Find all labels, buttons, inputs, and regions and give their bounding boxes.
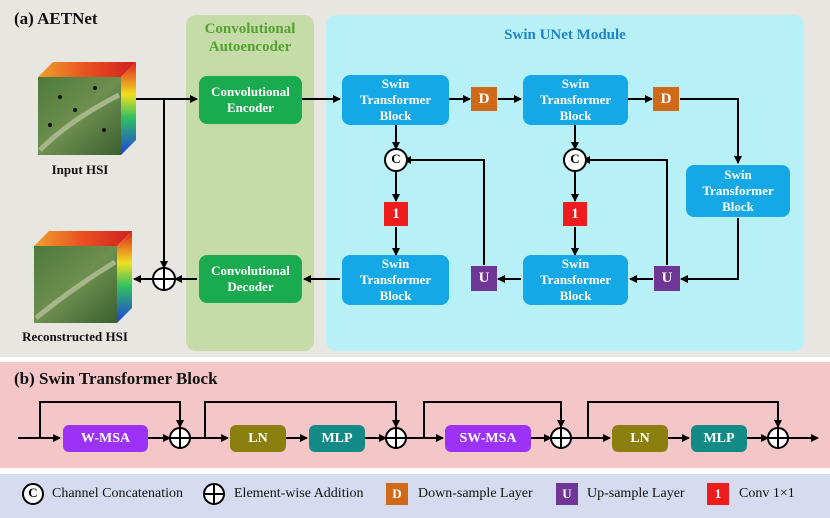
legend-concat-symbol: C [28,485,38,500]
panel-a-title: (a) AETNet [14,9,98,28]
panel-b-title: (b) Swin Transformer Block [14,369,218,388]
legend-concat-label: Channel Concatenation [52,486,184,501]
legend-add-label: Element-wise Addition [234,486,364,501]
legend-down-symbol: D [386,483,408,505]
convolutional-encoder: Convolutional Encoder [199,76,302,124]
conv1x1-1: 1 [384,202,408,226]
ln-block-2: LN [612,425,668,452]
reconstructed-hsi-label: Reconstructed HSI [22,329,128,344]
autoencoder-title: Convolutional Autoencoder [204,21,296,55]
swin-unet-title: Swin UNet Module [504,27,626,43]
w-msa-block: W-MSA [63,425,148,452]
down-sample-2: D [653,87,679,111]
concat-symbol-2: C [570,151,580,166]
legend-bar [0,474,830,518]
legend-up-symbol: U [556,483,578,505]
ln-block-1: LN [230,425,286,452]
legend-down-label: Down-sample Layer [418,486,533,501]
concat-circle-1 [384,148,408,172]
down-sample-1: D [471,87,497,111]
legend-conv-label: Conv 1×1 [739,486,795,501]
swin-transformer-block-3: Swin Transformer Block [342,255,449,305]
mlp-block-1: MLP [309,425,365,452]
sw-msa-block: SW-MSA [445,425,531,452]
swin-transformer-block-bottleneck: Swin Transformer Block [686,165,790,217]
swin-transformer-block-2: Swin Transformer Block [523,75,628,125]
addition-symbols [22,267,789,505]
swin-transformer-block-4: Swin Transformer Block [523,255,628,305]
up-sample-2: U [654,266,680,291]
legend-conv-symbol: 1 [707,483,729,505]
input-hsi-label: Input HSI [51,162,109,177]
concat-symbol-1: C [391,151,401,166]
up-sample-1: U [471,266,497,291]
input-hsi-cube [34,62,136,323]
mlp-block-2: MLP [691,425,747,452]
conv1x1-2: 1 [563,202,587,226]
convolutional-decoder: Convolutional Decoder [199,255,302,303]
swin-transformer-block-1: Swin Transformer Block [342,75,449,125]
legend-up-label: Up-sample Layer [587,486,685,501]
concat-circle-2 [563,148,587,172]
